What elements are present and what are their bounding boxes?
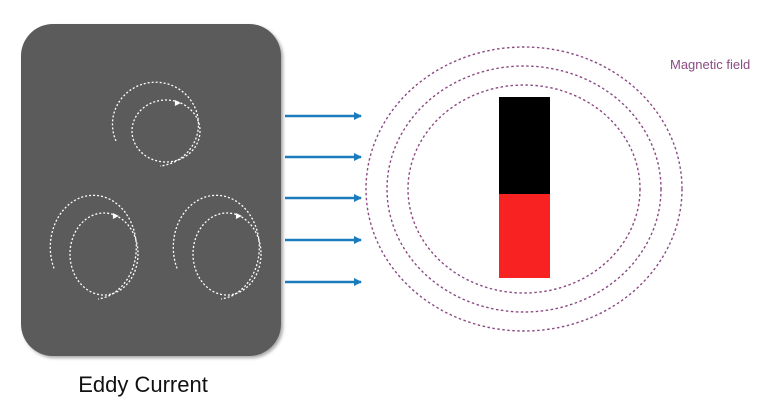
eddy-arrow-icon: [112, 213, 119, 219]
eddy-loop: [111, 81, 201, 167]
eddy-arrow-icon: [174, 100, 181, 106]
eddy-current-loops: [49, 81, 262, 300]
field-ring: [407, 84, 641, 294]
field-arrows: [285, 112, 362, 286]
diagram-caption: Eddy Current: [78, 372, 208, 397]
magnetic-field-label: Magnetic field: [670, 57, 751, 72]
field-ring: [386, 65, 662, 313]
eddy-arrow-icon: [235, 213, 242, 219]
bar-magnet: [499, 97, 550, 278]
conductive-plate: [21, 24, 281, 356]
magnet-north-pole: [499, 97, 550, 194]
eddy-loop: [49, 194, 139, 300]
magnetic-field-lines: [365, 46, 683, 332]
magnet-south-pole: [499, 194, 550, 278]
field-ring: [365, 46, 683, 332]
eddy-loop: [172, 194, 262, 300]
